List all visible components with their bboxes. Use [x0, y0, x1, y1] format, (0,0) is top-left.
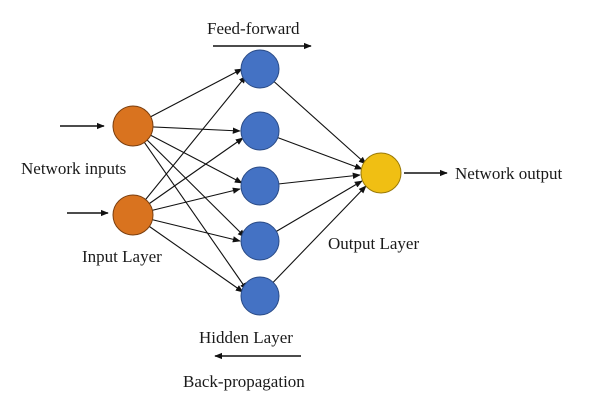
input-node-1: [112, 105, 154, 147]
input-layer-nodes: [112, 105, 154, 236]
feed-forward-label: Feed-forward: [207, 19, 300, 38]
network-output-label: Network output: [455, 164, 562, 183]
hidden-layer-label: Hidden Layer: [199, 328, 293, 347]
back-propagation-label: Back-propagation: [183, 372, 305, 391]
input-layer-label: Input Layer: [82, 247, 162, 266]
edge-in2-h1: [132, 75, 247, 216]
edge-in1-h1: [132, 68, 243, 127]
hidden-node-2: [240, 111, 280, 151]
input-node-2: [112, 194, 154, 236]
output-layer-label: Output Layer: [328, 234, 419, 253]
output-node: [360, 152, 402, 194]
hidden-node-4: [240, 221, 280, 261]
hidden-layer-nodes: [240, 49, 280, 316]
edge-h1-out: [259, 68, 367, 165]
edge-in2-h2: [132, 137, 244, 216]
input-hidden-connections: [132, 68, 248, 293]
edge-in1-h3: [132, 125, 243, 184]
output-layer-nodes: [360, 152, 402, 194]
edge-h5-out: [259, 185, 367, 297]
edge-in1-h4: [132, 125, 246, 238]
edge-in2-h5: [132, 214, 244, 293]
hidden-node-5: [240, 276, 280, 316]
edge-h4-out: [259, 180, 363, 242]
hidden-node-3: [240, 166, 280, 206]
network-inputs-label: Network inputs: [21, 159, 126, 178]
hidden-node-1: [240, 49, 280, 89]
edge-in1-h5: [132, 125, 248, 291]
